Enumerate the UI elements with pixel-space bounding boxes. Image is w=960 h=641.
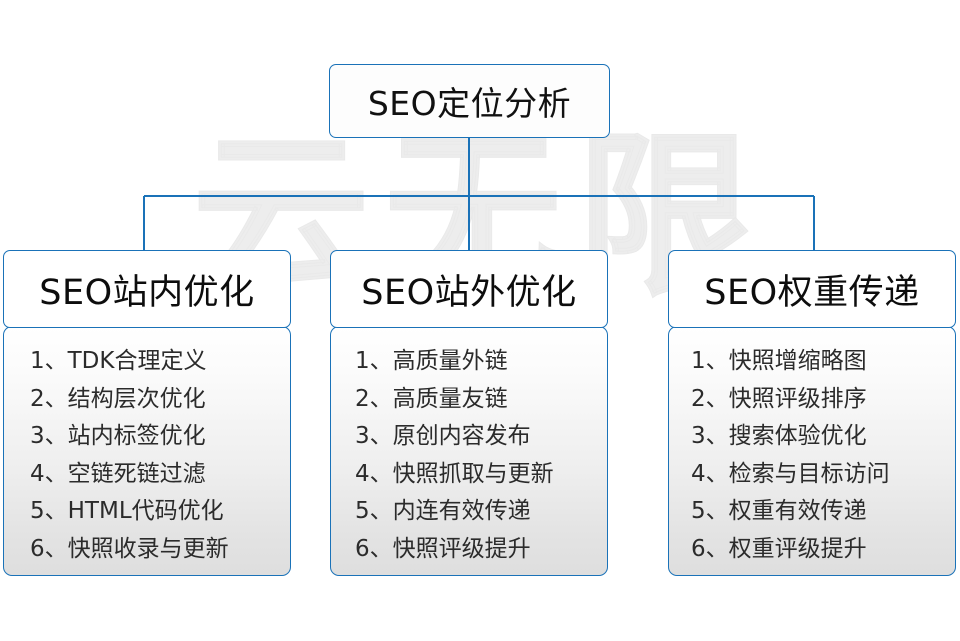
branch-header-label-2: SEO站外优化 [361, 272, 577, 313]
list-item: 5、HTML代码优化 [30, 498, 224, 524]
branch-header-1[interactable]: SEO站内优化 [3, 250, 291, 328]
branch-column-3: SEO权重传递 1、快照增缩略图 2、快照评级排序 3、搜索体验优化 4、检索与… [668, 250, 956, 576]
branch-header-label-1: SEO站内优化 [39, 272, 255, 313]
list-item: 6、权重评级提升 [691, 535, 867, 562]
list-item: 6、快照收录与更新 [30, 535, 229, 562]
branch-list-items-3: 1、快照增缩略图 2、快照评级排序 3、搜索体验优化 4、检索与目标访问 5、权… [669, 343, 955, 568]
branch-header-label-3: SEO权重传递 [704, 272, 920, 313]
branch-list-items-1: 1、TDK合理定义 2、结构层次优化 3、站内标签优化 4、空链死链过滤 5、H… [4, 343, 290, 568]
root-node[interactable]: SEO定位分析 [329, 64, 610, 138]
list-item: 5、内连有效传递 [355, 498, 531, 524]
list-item: 5、权重有效传递 [691, 498, 867, 524]
list-item: 6、快照评级提升 [355, 535, 531, 562]
list-item: 3、站内标签优化 [30, 423, 206, 449]
branch-list-3: 1、快照增缩略图 2、快照评级排序 3、搜索体验优化 4、检索与目标访问 5、权… [668, 326, 956, 576]
branch-list-1: 1、TDK合理定义 2、结构层次优化 3、站内标签优化 4、空链死链过滤 5、H… [3, 326, 291, 576]
branch-column-2: SEO站外优化 1、高质量外链 2、高质量友链 3、原创内容发布 4、快照抓取与… [330, 250, 608, 576]
branch-list-2: 1、高质量外链 2、高质量友链 3、原创内容发布 4、快照抓取与更新 5、内连有… [330, 326, 608, 576]
list-item: 2、快照评级排序 [691, 385, 867, 412]
list-item: 4、空链死链过滤 [30, 460, 206, 487]
list-item: 1、高质量外链 [355, 348, 508, 374]
list-item: 4、检索与目标访问 [691, 460, 890, 487]
list-item: 3、搜索体验优化 [691, 423, 867, 449]
branch-header-2[interactable]: SEO站外优化 [330, 250, 608, 328]
list-item: 1、快照增缩略图 [691, 348, 867, 374]
list-item: 1、TDK合理定义 [30, 348, 207, 374]
list-item: 4、快照抓取与更新 [355, 460, 554, 487]
root-node-label: SEO定位分析 [367, 84, 572, 123]
list-item: 3、原创内容发布 [355, 423, 531, 449]
branch-header-3[interactable]: SEO权重传递 [668, 250, 956, 328]
list-item: 2、高质量友链 [355, 385, 508, 412]
branch-list-items-2: 1、高质量外链 2、高质量友链 3、原创内容发布 4、快照抓取与更新 5、内连有… [331, 343, 607, 568]
branch-column-1: SEO站内优化 1、TDK合理定义 2、结构层次优化 3、站内标签优化 4、空链… [3, 250, 291, 576]
list-item: 2、结构层次优化 [30, 385, 206, 412]
